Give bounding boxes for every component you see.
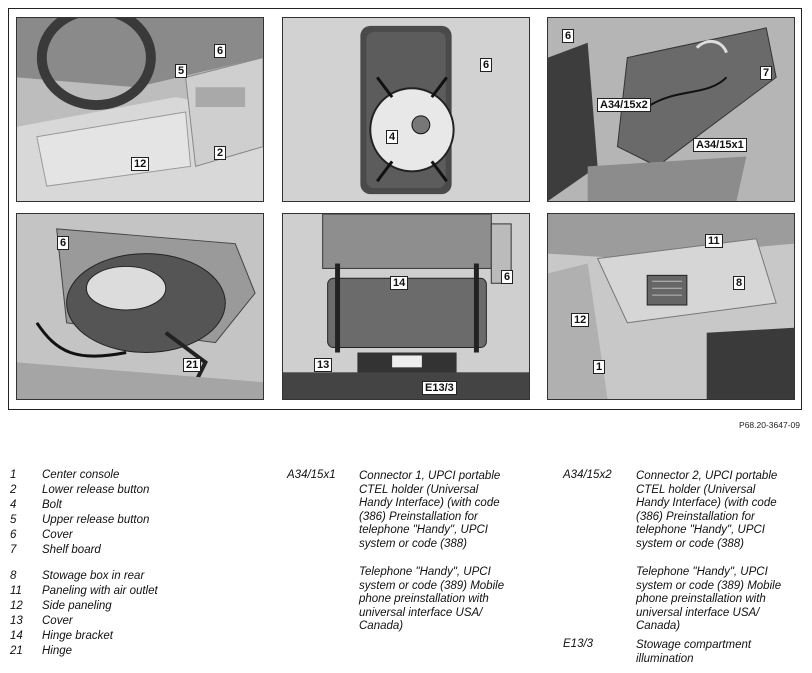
photo-hinge-brackets-cover: 14 6 13 E13/3 <box>282 213 530 400</box>
callout-p6-11: 11 <box>705 234 723 248</box>
legend-num: 14 <box>10 630 23 642</box>
legend-text: Paneling with air outlet <box>42 585 158 597</box>
legend-text: Cover <box>42 615 73 627</box>
photo-5-graphic <box>283 214 529 399</box>
legend-row: 14 Hinge bracket <box>10 629 158 644</box>
legend-text: Hinge bracket <box>42 630 113 642</box>
figure-reference: P68.20-3647-09 <box>739 420 800 430</box>
legend-num: 6 <box>10 529 17 541</box>
legend-row: 1 Center console <box>10 468 158 483</box>
callout-p4-21: 21 <box>183 358 202 372</box>
legend-text: Stowage box in rear <box>42 570 145 582</box>
callout-p1-6: 6 <box>214 44 227 58</box>
legend-desc-a34-15x2-part2: Telephone "Handy", UPCI system or code (… <box>636 566 782 632</box>
legend-row: 12 Side paneling <box>10 599 158 614</box>
legend-text: Side paneling <box>42 600 112 612</box>
photo-center-console-front: 6 5 2 12 <box>16 17 264 202</box>
callout-p1-5: 5 <box>175 64 188 78</box>
legend-desc-a34-15x2-part1: Connector 2, UPCI portable CTEL holder (… <box>636 470 778 550</box>
callout-p3-a34-15x2: A34/15x2 <box>597 98 651 112</box>
photo-4-graphic <box>17 214 263 399</box>
photo-shelf-board-connectors: 6 7 A34/15x2 A34/15x1 <box>547 17 795 202</box>
legend-desc-e13-3: Stowage compartment illumination <box>636 639 752 665</box>
legend-desc-a34-15x1-part2: Telephone "Handy", UPCI system or code (… <box>359 566 505 632</box>
photo-rear-stowage: 11 8 12 1 <box>547 213 795 400</box>
legend-text: Lower release button <box>42 484 150 496</box>
photo-2-graphic <box>283 18 529 201</box>
callout-p3-a34-15x1: A34/15x1 <box>693 138 747 152</box>
legend-row: 5 Upper release button <box>10 513 158 528</box>
legend-desc-a34-15x1-part1: Connector 1, UPCI portable CTEL holder (… <box>359 470 501 550</box>
callout-p5-6: 6 <box>501 270 514 284</box>
legend-list: 1 Center console 2 Lower release button 4 B… <box>10 468 158 659</box>
callout-p3-6: 6 <box>562 29 575 43</box>
callout-p5-14: 14 <box>390 276 409 290</box>
legend-row: 4 Bolt <box>10 498 158 513</box>
callout-p6-12: 12 <box>571 313 590 327</box>
legend-num: 2 <box>10 484 17 496</box>
legend-num: 5 <box>10 514 17 526</box>
legend-row: 13 Cover <box>10 614 158 629</box>
legend-row: 2 Lower release button <box>10 483 158 498</box>
legend-num: 11 <box>10 585 22 597</box>
legend-num: 8 <box>10 570 17 582</box>
callout-p4-6: 6 <box>57 236 70 250</box>
callout-p1-2: 2 <box>214 146 227 160</box>
callout-p5-13: 13 <box>314 358 333 372</box>
photo-hinge-mechanism: 6 21 <box>16 213 264 400</box>
legend-num: 21 <box>10 645 23 657</box>
legend-row: 8 Stowage box in rear <box>10 569 158 584</box>
legend-text: Upper release button <box>42 514 150 526</box>
legend-num: 4 <box>10 499 17 511</box>
callout-p3-7: 7 <box>760 66 773 80</box>
legend-code-e13-3: E13/3 <box>563 638 594 650</box>
legend-row: 7 Shelf board <box>10 543 158 558</box>
legend-text: Bolt <box>42 499 62 511</box>
callout-p1-12: 12 <box>131 157 150 171</box>
callout-p6-8: 8 <box>733 276 746 290</box>
legend-num: 7 <box>10 544 17 556</box>
photo-armrest-bolt: 6 4 <box>282 17 530 202</box>
legend-code-a34-15x1: A34/15x1 <box>287 469 336 481</box>
photo-3-graphic <box>548 18 794 201</box>
callout-p5-e13-3: E13/3 <box>422 381 457 395</box>
legend-text: Cover <box>42 529 73 541</box>
legend-row: 21 Hinge <box>10 644 158 659</box>
callout-p2-6: 6 <box>480 58 493 72</box>
callout-p2-4: 4 <box>386 130 399 144</box>
legend-num: 12 <box>10 600 23 612</box>
legend-row: 6 Cover <box>10 528 158 543</box>
legend-text: Hinge <box>42 645 73 657</box>
photo-6-graphic <box>548 214 794 399</box>
legend-text: Center console <box>42 469 120 481</box>
legend-num: 1 <box>10 469 17 481</box>
legend-text: Shelf board <box>42 544 101 556</box>
callout-p6-1: 1 <box>593 360 606 374</box>
legend-code-a34-15x2: A34/15x2 <box>563 469 612 481</box>
legend-row: 11 Paneling with air outlet <box>10 584 158 599</box>
legend-num: 13 <box>10 615 23 627</box>
